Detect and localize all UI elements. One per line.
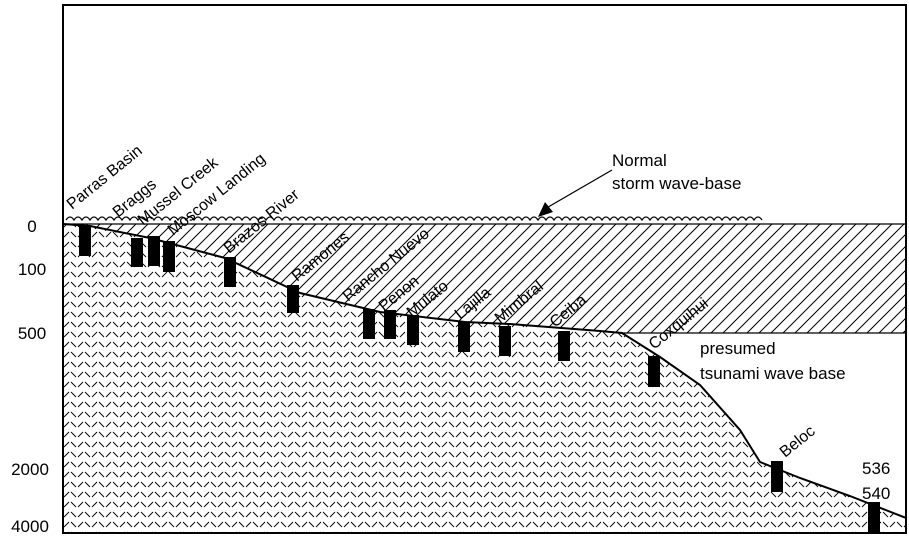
site-column bbox=[287, 285, 299, 313]
site-column bbox=[648, 356, 660, 387]
site-column bbox=[79, 226, 91, 256]
depth-label-2000: 2000 bbox=[11, 460, 49, 479]
depth-label-0: 0 bbox=[27, 217, 36, 236]
depth-label-4000: 4000 bbox=[11, 517, 49, 536]
tsunami-note-line2: tsunami wave base bbox=[700, 364, 846, 383]
site-column bbox=[384, 310, 396, 339]
seafloor-sediment bbox=[63, 222, 906, 533]
site-label-540: 540 bbox=[862, 484, 890, 503]
site-column bbox=[458, 322, 470, 352]
site-label-536: 536 bbox=[862, 459, 890, 478]
depth-label-500: 500 bbox=[18, 324, 46, 343]
site-column bbox=[148, 236, 160, 266]
tsunami-note-line1: presumed bbox=[700, 339, 776, 358]
storm-note-line1: Normal bbox=[612, 151, 667, 170]
depth-label-100: 100 bbox=[18, 260, 46, 279]
site-column bbox=[868, 502, 880, 532]
site-column bbox=[407, 315, 419, 345]
site-column bbox=[363, 309, 375, 339]
storm-wave-base-line bbox=[65, 216, 763, 222]
site-columns bbox=[79, 226, 880, 532]
site-column bbox=[131, 238, 143, 267]
site-column bbox=[224, 257, 236, 287]
storm-water-zone bbox=[63, 224, 906, 333]
storm-note-arrow-shaft bbox=[542, 169, 613, 211]
site-column bbox=[499, 326, 511, 356]
site-label-beloc: Beloc bbox=[777, 423, 819, 461]
site-column bbox=[558, 331, 570, 361]
site-column bbox=[163, 241, 175, 272]
site-column bbox=[771, 461, 783, 492]
diagram-frame bbox=[62, 4, 907, 534]
storm-note-arrow-head bbox=[538, 202, 553, 217]
storm-note-line2: storm wave-base bbox=[612, 174, 741, 193]
